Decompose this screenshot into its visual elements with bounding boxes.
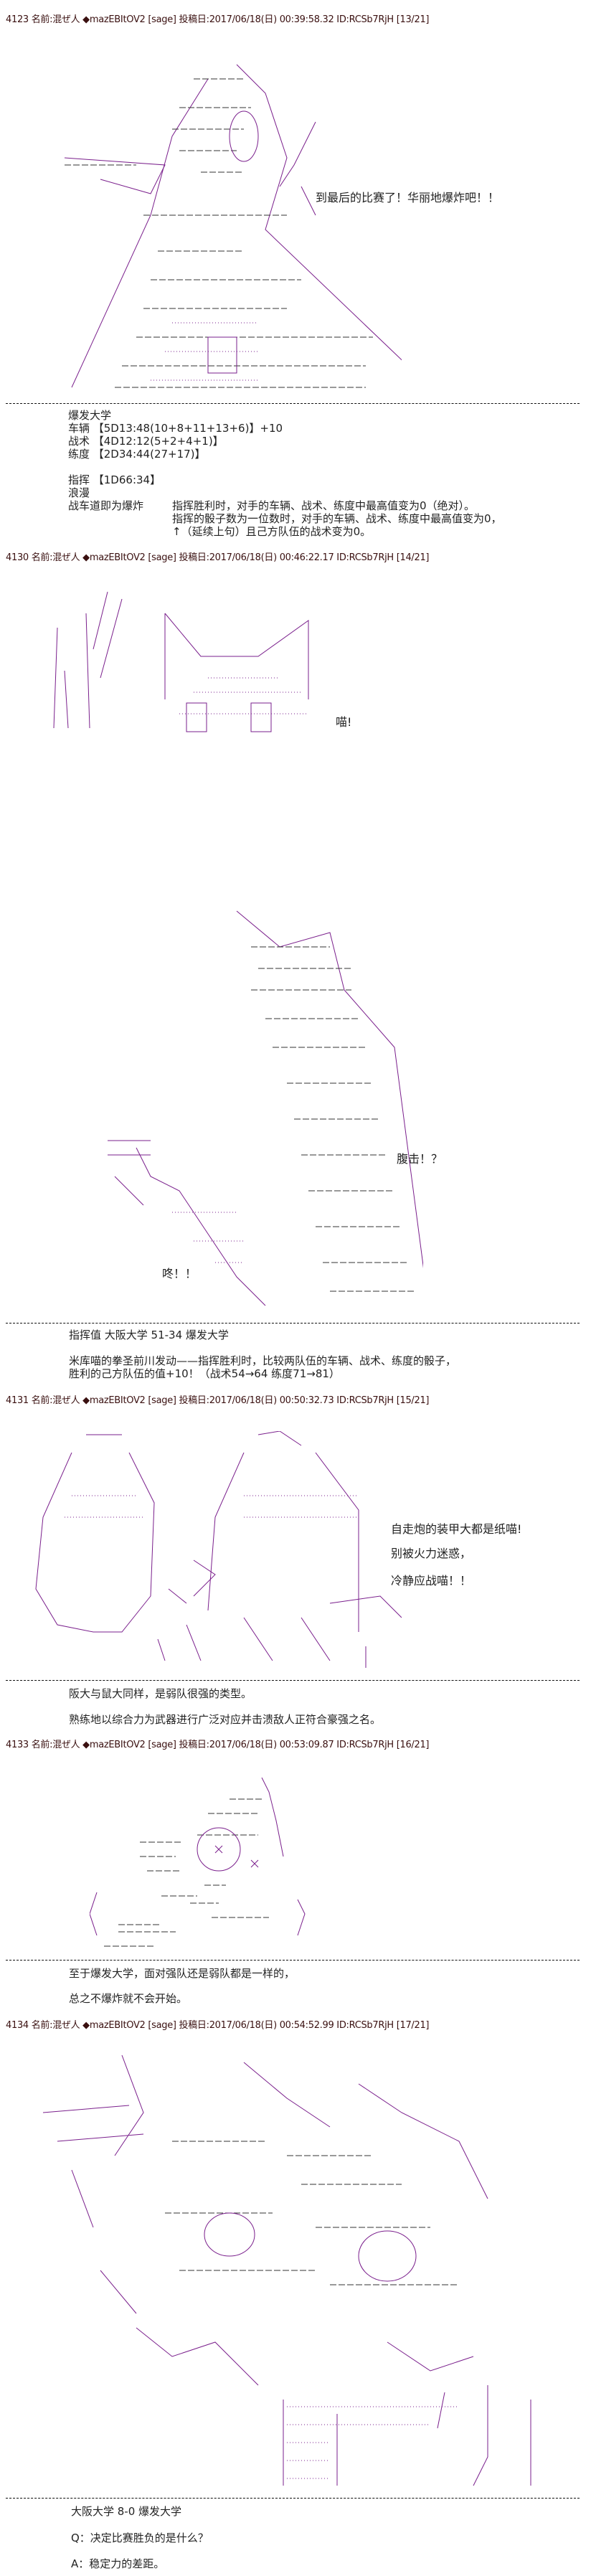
stat-skill: 练度 【2D34:44(27+17)】 xyxy=(68,448,206,461)
stat-vehicle: 车辆 【5D13:48(10+8+11+13+6)】+10 xyxy=(68,422,283,435)
post-header: 4131 名前:混ぜ人 ◆mazEBItOV2 [sage] 投稿日:2017/… xyxy=(6,1395,430,1406)
command-result: 指挥值 大阪大学 51-34 爆发大学 xyxy=(69,1329,229,1341)
body-line: 至于爆发大学，面对强队还是弱队都是一样的， xyxy=(69,1967,296,1980)
stat-command: 指挥 【1D66:34】 xyxy=(68,473,161,486)
ascii-art-knocked-out-witch xyxy=(90,1778,334,1957)
skill-desc-line: 指挥的骰子数为一位数时，对手的车辆、战术、练度中最高值变为0， xyxy=(172,512,502,525)
speech-text: 别被火力迷惑， xyxy=(391,1547,472,1560)
body-line: 胜利的己方队伍的值+10！（战术54→64 练度71→81） xyxy=(69,1367,340,1380)
ascii-art-group-scene xyxy=(29,2055,545,2493)
skill-name: 战车道即为爆炸 xyxy=(68,499,144,512)
ascii-art-two-girls xyxy=(29,1431,402,1675)
post-header: 4134 名前:混ぜ人 ◆mazEBItOV2 [sage] 投稿日:2017/… xyxy=(6,2020,430,2031)
divider xyxy=(6,1680,580,1681)
divider xyxy=(6,403,580,404)
answer: A：稳定力的差距。 xyxy=(71,2557,165,2570)
stat-tactics: 战术 【4D12:12(5+2+4+1)】 xyxy=(68,435,224,448)
question: Q：决定比赛胜负的是什么？ xyxy=(71,2532,209,2544)
body-line: 总之不爆炸就不会开始。 xyxy=(69,1992,188,2005)
ascii-art-witch-hat xyxy=(29,50,402,402)
final-score: 大阪大学 8-0 爆发大学 xyxy=(71,2505,182,2518)
body-line: 米库喵的拳圣前川发动——指挥胜利时，比较两队伍的车辆、战术、练度的骰子， xyxy=(69,1354,457,1367)
speech-text: 腹击！？ xyxy=(397,1152,443,1166)
skill-desc-line: ↑（延续上句）且己方队伍的战术变为0。 xyxy=(172,525,372,538)
speech-text: 自走炮的装甲大都是纸喵! xyxy=(391,1522,522,1536)
speech-text: 到最后的比赛了！华丽地爆炸吧！！ xyxy=(316,191,500,204)
ascii-art-cat-girl xyxy=(36,585,337,735)
trait: 浪漫 xyxy=(68,486,90,499)
post-header: 4123 名前:混ぜ人 ◆mazEBItOV2 [sage] 投稿日:2017/… xyxy=(6,14,430,25)
divider xyxy=(6,2498,580,2499)
body-line: 阪大与鼠大同样，是弱队很强的类型。 xyxy=(69,1687,252,1700)
team-name: 爆发大学 xyxy=(68,409,112,422)
speech-text: 冷静应战喵！！ xyxy=(391,1574,472,1587)
post-header: 4130 名前:混ぜ人 ◆mazEBItOV2 [sage] 投稿日:2017/… xyxy=(6,552,430,563)
divider xyxy=(6,1960,580,1961)
ascii-art-punch xyxy=(93,904,423,1320)
post-header: 4133 名前:混ぜ人 ◆mazEBItOV2 [sage] 投稿日:2017/… xyxy=(6,1740,430,1750)
skill-desc-line: 指挥胜利时，对手的车辆、战术、练度中最高值变为0（绝对）。 xyxy=(172,499,476,512)
body-line: 熟练地以综合力为武器进行广泛对应并击溃敌人正符合豪强之名。 xyxy=(69,1713,382,1726)
speech-text: 喵! xyxy=(336,715,352,729)
divider xyxy=(6,1323,580,1324)
speech-text: 咚！！ xyxy=(162,1267,197,1280)
